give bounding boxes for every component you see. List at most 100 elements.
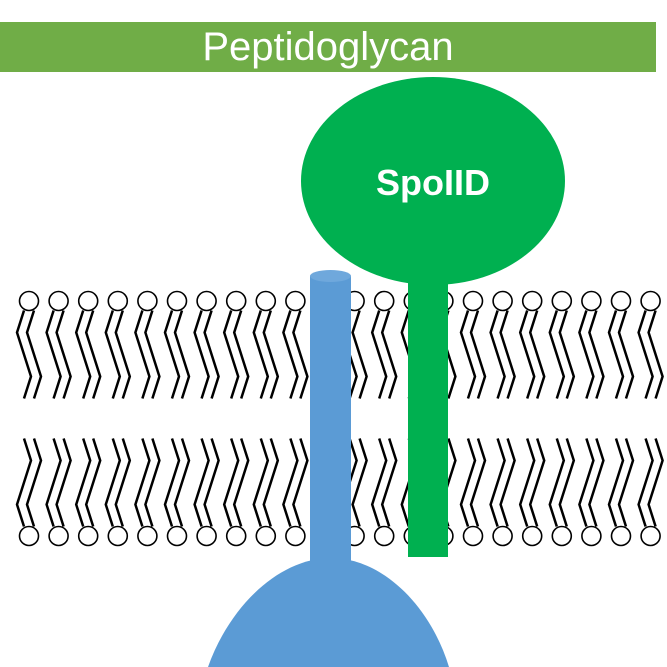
lipid-tail-lower [370, 438, 388, 527]
lipid-tail-upper [104, 310, 122, 399]
lipid-tail-upper [282, 310, 299, 399]
lipid-tail-upper [637, 310, 654, 399]
peptidoglycan-layer: Peptidoglycan [0, 22, 656, 72]
lipid-tail-lower [607, 438, 625, 527]
lipid-tail-upper [173, 310, 191, 399]
lipid-tail-lower [193, 438, 210, 527]
spoiid-transmembrane-helix [408, 270, 448, 557]
lipid-tail-lower [55, 438, 72, 527]
lipid-tail-lower [144, 438, 161, 527]
lipid-head-upper [285, 290, 306, 312]
lipid-tail-upper [617, 310, 635, 399]
lipid-tail-upper [351, 310, 368, 399]
lipid-tail-upper [578, 310, 595, 399]
lipid-head-lower [18, 525, 40, 547]
blue-protein-helix [310, 276, 351, 568]
lipid-head-lower [581, 525, 602, 547]
lipid-head-lower [462, 525, 484, 547]
lipid-tail-upper [45, 310, 62, 399]
lipid-head-lower [196, 525, 217, 547]
lipid-tail-lower [351, 438, 368, 527]
lipid-tail-lower [84, 438, 102, 527]
lipid-head-lower [77, 525, 99, 547]
spoiid-protein: SpoIID [301, 77, 565, 557]
lipid-tail-upper [134, 310, 151, 399]
lipid-tail-upper [489, 310, 506, 399]
lipid-head-upper [48, 290, 69, 312]
lipid-tail-upper [222, 310, 240, 399]
lipid-head-lower [492, 525, 513, 547]
lipid-tail-lower [104, 438, 122, 527]
lipid-head-upper [166, 290, 188, 312]
lipid-tail-lower [74, 438, 92, 527]
lipid-tail-lower [114, 438, 132, 527]
spoiid-extracellular-domain [301, 77, 565, 285]
lipid-head-upper [255, 290, 277, 312]
lipid-tail-lower [15, 438, 33, 527]
lipid-head-upper [462, 290, 484, 312]
lipid-tail-lower [469, 438, 487, 527]
blue-transmembrane-protein [208, 270, 449, 667]
peptidoglycan-label: Peptidoglycan [202, 25, 454, 69]
lipid-head-upper [77, 290, 99, 312]
blue-helix-cap [310, 270, 351, 282]
lipid-tail-lower [489, 438, 506, 527]
lipid-head-upper [640, 290, 661, 312]
lipid-tail-upper [84, 310, 102, 399]
lipid-tail-upper [15, 310, 33, 399]
lipid-tail-lower [528, 438, 546, 527]
lipid-tail-upper [74, 310, 92, 399]
lipid-tail-upper [370, 310, 388, 399]
lipid-tail-lower [45, 438, 62, 527]
lipid-head-lower [166, 525, 188, 547]
lipid-tail-upper [469, 310, 487, 399]
lipid-tail-lower [459, 438, 477, 527]
lipid-head-lower [137, 525, 158, 547]
lipid-tail-lower [380, 438, 398, 527]
lipid-tail-upper [588, 310, 605, 399]
lipid-tail-upper [380, 310, 398, 399]
lipid-head-upper [225, 290, 247, 312]
lipid-tail-upper [518, 310, 536, 399]
lipid-tail-upper [193, 310, 210, 399]
lipid-head-upper [610, 290, 632, 312]
lipid-tail-lower [163, 438, 181, 527]
lipid-tail-lower [518, 438, 536, 527]
lipid-head-upper [18, 290, 40, 312]
lipid-tail-upper [144, 310, 161, 399]
lipid-tail-lower [617, 438, 635, 527]
blue-protein-domain [208, 558, 449, 667]
lipid-tail-lower [499, 438, 516, 527]
lipid-tail-lower [588, 438, 605, 527]
lipid-head-upper [521, 290, 543, 312]
lipid-tail-upper [548, 310, 566, 399]
lipid-tail-upper [25, 310, 43, 399]
lipid-head-lower [551, 525, 573, 547]
lipid-head-upper [107, 290, 129, 312]
lipid-tail-lower [578, 438, 595, 527]
lipid-tail-lower [134, 438, 151, 527]
lipid-tail-lower [262, 438, 280, 527]
lipid-tail-upper [607, 310, 625, 399]
lipid-tail-lower [558, 438, 576, 527]
lipid-head-upper [581, 290, 602, 312]
lipid-tail-upper [292, 310, 309, 399]
lipid-tail-lower [222, 438, 240, 527]
lipid-head-upper [196, 290, 217, 312]
lipid-tail-lower [292, 438, 309, 527]
lipid-head-lower [48, 525, 69, 547]
lipid-head-lower [255, 525, 277, 547]
lipid-head-lower [285, 525, 306, 547]
lipid-head-upper [492, 290, 513, 312]
lipid-tail-lower [252, 438, 270, 527]
lipid-tail-upper [232, 310, 250, 399]
lipid-head-lower [640, 525, 661, 547]
spoiid-label: SpoIID [376, 162, 490, 203]
lipid-tail-upper [203, 310, 220, 399]
lipid-head-upper [373, 290, 395, 312]
lipid-head-lower [610, 525, 632, 547]
lipid-tail-upper [262, 310, 280, 399]
lipid-head-lower [373, 525, 395, 547]
